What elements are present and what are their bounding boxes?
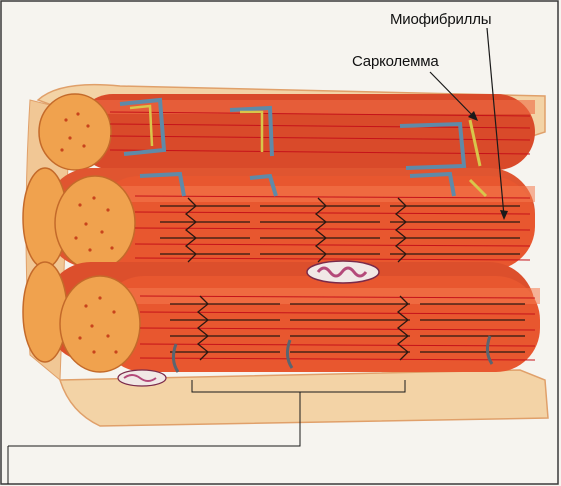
fiber-end-face [60,276,140,372]
fiber-end-face [55,176,135,270]
capillary [118,370,166,386]
fiber-end-face [39,94,111,170]
fiber-middle-front [55,176,535,270]
sarcolemma-label: Сарколемма [352,53,439,70]
myofibrils-label: Миофибриллы [390,11,491,28]
nucleus [307,261,379,283]
fiber-bottom-front [60,276,540,372]
